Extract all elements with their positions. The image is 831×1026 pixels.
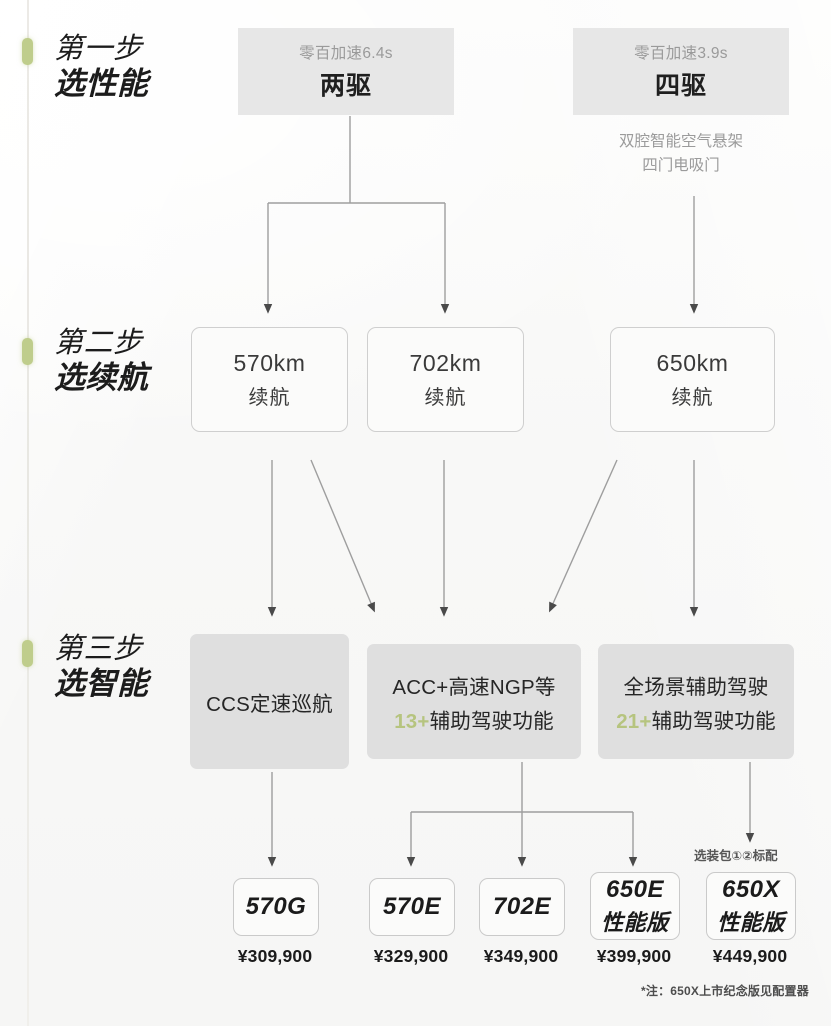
- trim-570e-price: ¥329,900: [373, 946, 449, 966]
- range-702-distance: 702km: [409, 349, 482, 376]
- wire-650-to-ngp: [549, 459, 618, 613]
- range-650-distance: 650km: [656, 349, 729, 376]
- drivetrain-card-rwd[interactable]: 零百加速6.4s 两驱: [238, 28, 454, 115]
- step-1-title: 选性能: [54, 65, 149, 101]
- intelligence-xngp-feature: 辅助驾驶功能: [651, 709, 776, 733]
- drivetrain-rwd-accel: 零百加速6.4s: [299, 45, 393, 62]
- timeline-marker-step-3: [22, 640, 33, 667]
- trim-650e-price: ¥399,900: [596, 946, 672, 966]
- timeline-rail: [27, 0, 29, 1026]
- trim-650e-name2: 性能版: [601, 909, 669, 935]
- trim-card-570g[interactable]: 570G: [233, 878, 319, 936]
- drivetrain-awd-name: 四驱: [654, 72, 707, 100]
- trim-570g-price: ¥309,900: [237, 946, 313, 966]
- timeline-marker-step-1: [22, 38, 33, 65]
- option-pack-note: 选装包①②标配: [694, 849, 778, 863]
- range-650-label: 续航: [671, 386, 714, 409]
- intelligence-ngp-count: 13+: [394, 709, 430, 733]
- intelligence-ngp-detail: 13+辅助驾驶功能: [394, 704, 554, 734]
- intelligence-card-xngp[interactable]: 全场景辅助驾驶 21+辅助驾驶功能: [598, 644, 794, 759]
- trim-card-650e[interactable]: 650E 性能版: [590, 872, 680, 940]
- drivetrain-awd-accel: 零百加速3.9s: [634, 45, 728, 62]
- trim-570g-name: 570G: [245, 893, 307, 920]
- range-570-distance: 570km: [233, 349, 306, 376]
- trim-702e-price: ¥349,900: [483, 946, 559, 966]
- intelligence-xngp-count: 21+: [616, 709, 652, 733]
- range-card-650[interactable]: 650km 续航: [610, 327, 775, 432]
- drivetrain-card-awd[interactable]: 零百加速3.9s 四驱: [573, 28, 789, 115]
- step-label-2: 第二步 选续航: [54, 328, 204, 395]
- intelligence-xngp-detail: 21+辅助驾驶功能: [616, 704, 776, 734]
- range-card-702[interactable]: 702km 续航: [367, 327, 524, 432]
- trim-650x-name2: 性能版: [717, 909, 785, 935]
- range-570-label: 续航: [248, 386, 291, 409]
- trim-card-650x[interactable]: 650X 性能版: [706, 872, 796, 940]
- trim-650x-name: 650X: [721, 875, 781, 903]
- awd-extra-features: 双腔智能空气悬架 四门电吸门: [573, 130, 789, 178]
- awd-extra-line-2: 四门电吸门: [642, 157, 720, 175]
- trim-650e-name: 650E: [605, 875, 665, 903]
- intelligence-ngp-title: ACC+高速NGP等: [392, 675, 556, 699]
- intelligence-ccs-title: CCS定速巡航: [206, 692, 333, 716]
- trim-570e-name: 570E: [382, 893, 442, 920]
- intelligence-card-ccs[interactable]: CCS定速巡航: [190, 634, 349, 769]
- wire-570-to-ngp: [310, 459, 375, 613]
- range-702-label: 续航: [424, 386, 467, 409]
- drivetrain-rwd-name: 两驱: [319, 72, 372, 100]
- range-card-570[interactable]: 570km 续航: [191, 327, 348, 432]
- step-label-3: 第三步 选智能: [54, 634, 204, 701]
- step-2-title: 选续航: [54, 359, 149, 395]
- intelligence-xngp-title: 全场景辅助驾驶: [623, 675, 769, 699]
- awd-extra-line-1: 双腔智能空气悬架: [618, 133, 743, 150]
- step-2-ordinal: 第二步: [54, 327, 143, 359]
- intelligence-ngp-feature: 辅助驾驶功能: [429, 709, 554, 733]
- timeline-marker-step-2: [22, 338, 33, 365]
- step-3-title: 选智能: [54, 665, 149, 701]
- trim-card-702e[interactable]: 702E: [479, 878, 565, 936]
- trim-card-570e[interactable]: 570E: [369, 878, 455, 936]
- intelligence-card-ngp[interactable]: ACC+高速NGP等 13+辅助驾驶功能: [367, 644, 581, 759]
- step-label-1: 第一步 选性能: [54, 34, 204, 101]
- trim-702e-name: 702E: [492, 893, 552, 920]
- trim-650x-price: ¥449,900: [712, 946, 788, 966]
- footnote-text: *注：650X上市纪念版见配置器: [641, 984, 809, 998]
- step-3-ordinal: 第三步: [54, 633, 143, 665]
- step-1-ordinal: 第一步: [54, 33, 143, 65]
